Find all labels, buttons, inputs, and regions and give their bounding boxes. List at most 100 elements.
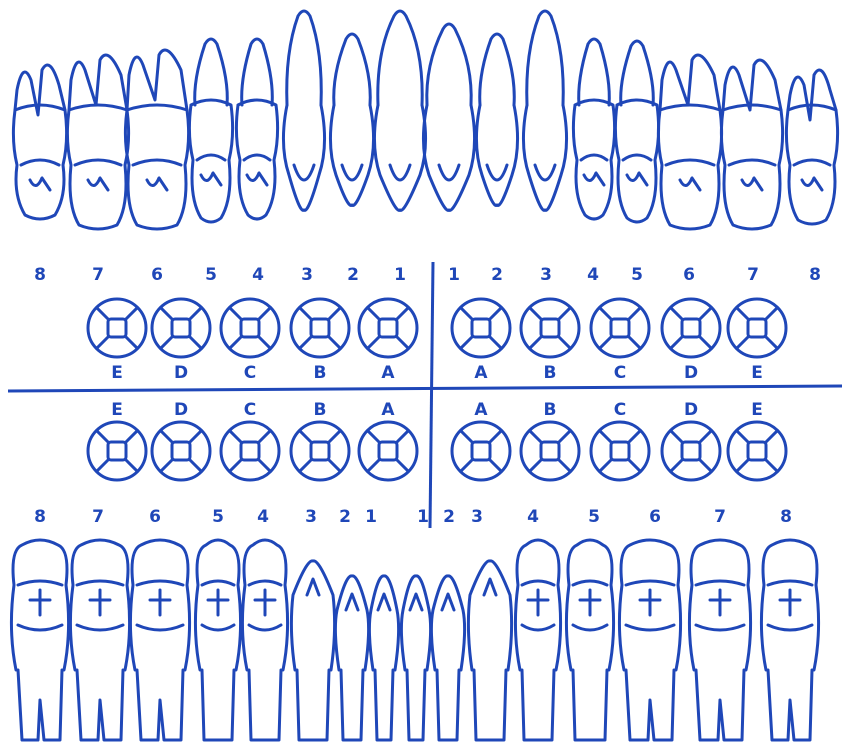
lower-right-deciduous-C[interactable]: C <box>238 400 262 420</box>
upper-tooth-L5[interactable] <box>615 41 658 222</box>
lower-left-deciduous-A[interactable]: A <box>469 400 493 420</box>
upper-right-tooth-1[interactable]: 1 <box>388 265 412 285</box>
lower-right-tooth-5[interactable]: 5 <box>206 507 230 527</box>
lower-right-tooth-3[interactable]: 3 <box>299 507 323 527</box>
upper-right-deciduous-symbol-B[interactable] <box>291 299 349 357</box>
lower-right-deciduous-B[interactable]: B <box>308 400 332 420</box>
lower-tooth-L6[interactable] <box>619 540 680 740</box>
lower-right-deciduous-D[interactable]: D <box>169 400 193 420</box>
lower-left-tooth-2[interactable]: 2 <box>437 507 461 527</box>
upper-tooth-L1[interactable] <box>423 24 474 210</box>
lower-right-tooth-6[interactable]: 6 <box>143 507 167 527</box>
upper-left-tooth-6[interactable]: 6 <box>677 265 701 285</box>
upper-right-tooth-3[interactable]: 3 <box>295 265 319 285</box>
upper-right-deciduous-E[interactable]: E <box>105 363 129 383</box>
upper-tooth-L6[interactable] <box>658 55 721 229</box>
lower-left-deciduous-B[interactable]: B <box>538 400 562 420</box>
upper-left-tooth-8[interactable]: 8 <box>803 265 827 285</box>
upper-left-deciduous-B[interactable]: B <box>538 363 562 383</box>
upper-tooth-R4[interactable] <box>236 39 277 219</box>
lower-left-deciduous-symbol-A[interactable] <box>452 422 510 480</box>
upper-tooth-L4[interactable] <box>573 39 614 219</box>
upper-right-deciduous-A[interactable]: A <box>376 363 400 383</box>
lower-right-tooth-1[interactable]: 1 <box>359 507 383 527</box>
lower-right-deciduous-symbol-B[interactable] <box>291 422 349 480</box>
lower-left-deciduous-symbol-E[interactable] <box>728 422 786 480</box>
upper-left-tooth-1[interactable]: 1 <box>442 265 466 285</box>
upper-left-tooth-3[interactable]: 3 <box>534 265 558 285</box>
lower-right-deciduous-symbol-C[interactable] <box>221 422 279 480</box>
upper-left-deciduous-C[interactable]: C <box>608 363 632 383</box>
lower-tooth-L2[interactable] <box>431 576 464 740</box>
upper-left-deciduous-symbol-B[interactable] <box>521 299 579 357</box>
lower-right-tooth-7[interactable]: 7 <box>86 507 110 527</box>
lower-tooth-L7[interactable] <box>689 540 750 740</box>
lower-left-tooth-3[interactable]: 3 <box>465 507 489 527</box>
lower-tooth-L8[interactable] <box>761 540 818 740</box>
upper-right-tooth-6[interactable]: 6 <box>145 265 169 285</box>
upper-tooth-L8[interactable] <box>786 70 837 224</box>
upper-tooth-L3[interactable] <box>523 11 566 210</box>
upper-left-tooth-2[interactable]: 2 <box>485 265 509 285</box>
lower-left-deciduous-E[interactable]: E <box>745 400 769 420</box>
upper-left-tooth-4[interactable]: 4 <box>581 265 605 285</box>
lower-right-tooth-8[interactable]: 8 <box>28 507 52 527</box>
upper-left-tooth-7[interactable]: 7 <box>741 265 765 285</box>
upper-left-deciduous-symbol-A[interactable] <box>452 299 510 357</box>
upper-tooth-L7[interactable] <box>721 60 782 229</box>
upper-right-tooth-4[interactable]: 4 <box>246 265 270 285</box>
lower-left-deciduous-symbol-D[interactable] <box>662 422 720 480</box>
lower-tooth-L4[interactable] <box>515 540 560 740</box>
upper-right-deciduous-C[interactable]: C <box>238 363 262 383</box>
upper-tooth-R3[interactable] <box>283 11 324 210</box>
lower-right-deciduous-A[interactable]: A <box>376 400 400 420</box>
lower-tooth-L5[interactable] <box>566 540 613 740</box>
upper-left-deciduous-symbol-D[interactable] <box>662 299 720 357</box>
upper-tooth-R5[interactable] <box>189 39 232 222</box>
upper-right-tooth-5[interactable]: 5 <box>199 265 223 285</box>
upper-right-tooth-8[interactable]: 8 <box>28 265 52 285</box>
upper-left-tooth-5[interactable]: 5 <box>625 265 649 285</box>
upper-tooth-R8[interactable] <box>13 65 66 219</box>
lower-left-tooth-7[interactable]: 7 <box>708 507 732 527</box>
upper-right-deciduous-B[interactable]: B <box>308 363 332 383</box>
upper-left-deciduous-E[interactable]: E <box>745 363 769 383</box>
lower-left-tooth-6[interactable]: 6 <box>643 507 667 527</box>
lower-left-deciduous-C[interactable]: C <box>608 400 632 420</box>
lower-left-tooth-5[interactable]: 5 <box>582 507 606 527</box>
lower-left-tooth-1[interactable]: 1 <box>411 507 435 527</box>
lower-left-deciduous-symbol-B[interactable] <box>521 422 579 480</box>
upper-right-tooth-2[interactable]: 2 <box>341 265 365 285</box>
lower-right-deciduous-symbol-A[interactable] <box>359 422 417 480</box>
upper-right-deciduous-symbol-D[interactable] <box>152 299 210 357</box>
upper-tooth-R2[interactable] <box>330 34 373 205</box>
lower-right-tooth-4[interactable]: 4 <box>251 507 275 527</box>
upper-right-deciduous-symbol-E[interactable] <box>88 299 146 357</box>
upper-tooth-L2[interactable] <box>476 34 517 205</box>
lower-tooth-R2[interactable] <box>335 576 368 740</box>
upper-left-deciduous-symbol-C[interactable] <box>591 299 649 357</box>
upper-right-deciduous-symbol-C[interactable] <box>221 299 279 357</box>
lower-tooth-R6[interactable] <box>130 540 189 740</box>
lower-tooth-L3[interactable] <box>468 561 511 740</box>
lower-tooth-R3[interactable] <box>291 561 334 740</box>
lower-tooth-R5[interactable] <box>195 540 240 740</box>
lower-left-tooth-8[interactable]: 8 <box>774 507 798 527</box>
lower-left-deciduous-D[interactable]: D <box>679 400 703 420</box>
lower-tooth-R8[interactable] <box>11 540 68 740</box>
lower-right-tooth-2[interactable]: 2 <box>333 507 357 527</box>
upper-tooth-R1[interactable] <box>374 11 425 210</box>
upper-right-tooth-7[interactable]: 7 <box>86 265 110 285</box>
lower-right-deciduous-E[interactable]: E <box>105 400 129 420</box>
lower-left-tooth-4[interactable]: 4 <box>521 507 545 527</box>
lower-tooth-R1[interactable] <box>369 576 398 740</box>
lower-left-deciduous-symbol-C[interactable] <box>591 422 649 480</box>
upper-right-deciduous-D[interactable]: D <box>169 363 193 383</box>
lower-right-deciduous-symbol-E[interactable] <box>88 422 146 480</box>
lower-tooth-R7[interactable] <box>70 540 129 740</box>
upper-left-deciduous-A[interactable]: A <box>469 363 493 383</box>
lower-tooth-R4[interactable] <box>242 540 287 740</box>
upper-left-deciduous-D[interactable]: D <box>679 363 703 383</box>
upper-left-deciduous-symbol-E[interactable] <box>728 299 786 357</box>
upper-right-deciduous-symbol-A[interactable] <box>359 299 417 357</box>
